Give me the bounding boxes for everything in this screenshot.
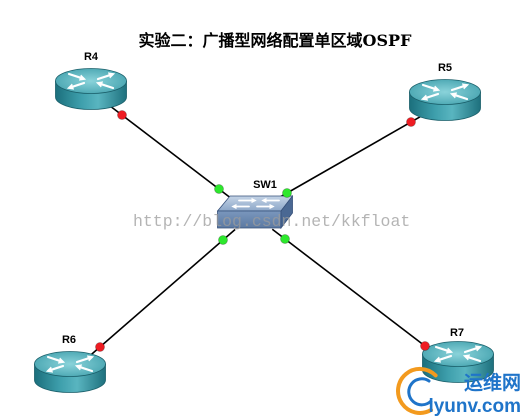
router-r4[interactable]: [56, 69, 127, 110]
site-logo: 运维网 iyunv.com: [396, 366, 521, 417]
port-status-dot-sw1-r4-side: [214, 184, 224, 194]
ports-layer: [95, 110, 430, 352]
watermark: http://blog.csdn.net/kkfloat: [133, 212, 410, 231]
port-status-dot-r6-side: [95, 342, 105, 352]
link-r6-sw1[interactable]: [82, 228, 236, 363]
port-status-dot-r5-side: [406, 117, 416, 127]
switch-label-sw1: SW1: [253, 179, 277, 191]
router-label-r7: R7: [450, 327, 464, 339]
swoosh-icon: [396, 366, 438, 415]
port-status-dot-r4-side: [117, 110, 127, 120]
link-r7-sw1[interactable]: [271, 228, 443, 361]
logo-swoosh-inner: [407, 377, 433, 407]
link-r5-sw1[interactable]: [272, 110, 431, 202]
router-r6[interactable]: [35, 352, 106, 393]
port-status-dot-sw1-r5-side: [282, 188, 292, 198]
logo-name: 运维网: [464, 371, 521, 394]
router-label-r4: R4: [84, 51, 99, 63]
router-icon: [56, 69, 127, 110]
router-label-r6: R6: [62, 334, 76, 346]
diagram-title: 实验二：广播型网络配置单区域OSPF: [139, 31, 413, 50]
logo-domain: iyunv.com: [428, 396, 521, 417]
port-status-dot-r7-side: [420, 341, 430, 351]
router-label-r5: R5: [438, 62, 452, 74]
links-layer: [82, 101, 443, 363]
router-icon: [35, 352, 106, 393]
logo-swoosh-outer: [396, 366, 438, 415]
port-status-dot-sw1-r6-side: [218, 235, 228, 245]
port-status-dot-sw1-r7-side: [280, 234, 290, 244]
router-icon: [410, 80, 481, 121]
link-r4-sw1[interactable]: [104, 101, 233, 200]
router-r5[interactable]: [410, 80, 481, 121]
